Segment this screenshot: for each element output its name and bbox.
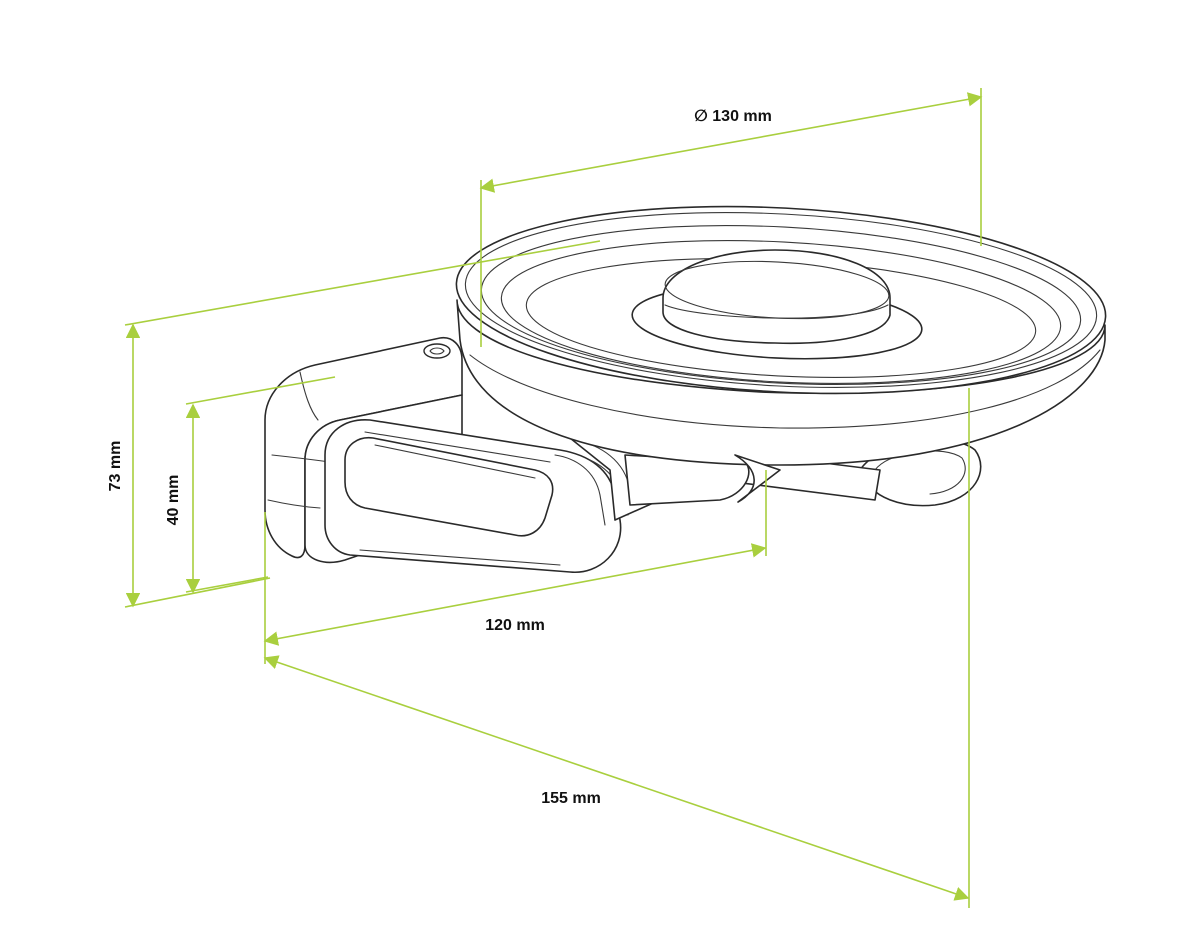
dimension-lines xyxy=(124,88,983,908)
height-mount-extension-top xyxy=(185,376,336,405)
height-mount-label: 40 mm xyxy=(165,475,182,526)
height-total-label: 73 mm xyxy=(107,441,124,492)
holder-arm xyxy=(324,419,750,573)
height-total-extension-top xyxy=(124,240,601,326)
dimension-labels: ∅ 130 mm 73 mm 40 mm 120 mm 155 mm xyxy=(107,108,772,807)
logo-badge xyxy=(423,343,451,359)
diameter-dimension-line xyxy=(479,92,983,193)
depth-arm-dimension-line xyxy=(263,543,767,646)
depth-total-dimension-line xyxy=(263,655,970,901)
height-mount-extension-bottom xyxy=(185,576,269,593)
height-total-extension-bottom xyxy=(124,577,271,608)
depth-total-label: 155 mm xyxy=(541,790,601,807)
diameter-label: ∅ 130 mm xyxy=(694,108,772,125)
depth-arm-label: 120 mm xyxy=(485,617,545,634)
product-illustration xyxy=(264,205,1107,573)
